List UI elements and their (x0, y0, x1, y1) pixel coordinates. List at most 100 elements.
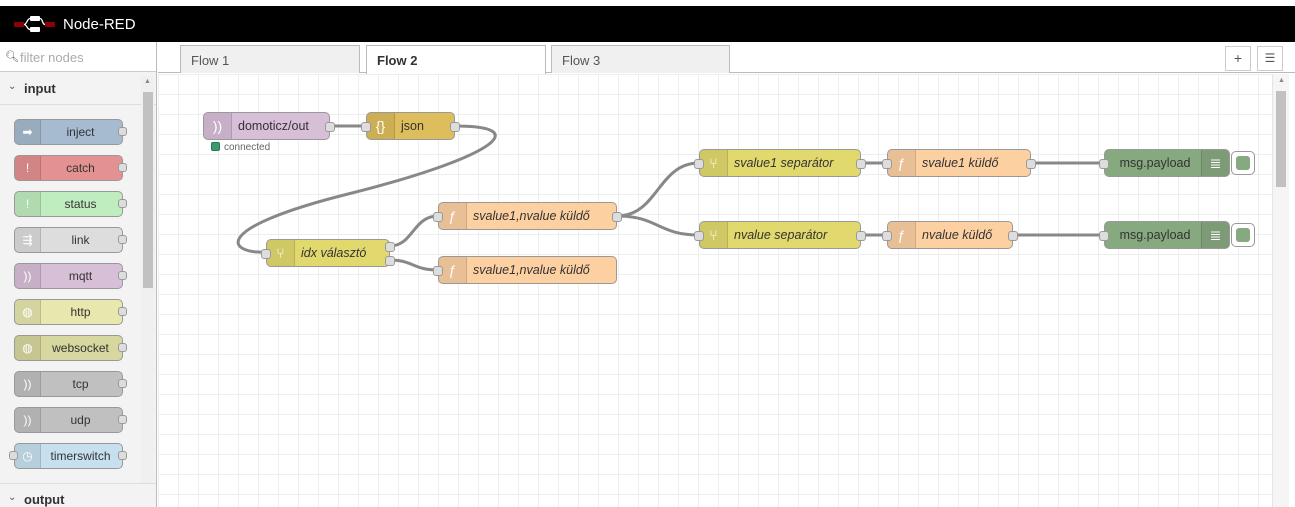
scroll-up-arrow-icon[interactable]: ▲ (144, 78, 151, 85)
exclamation-icon: ! (15, 192, 41, 216)
search-icon: 🔍︎ (5, 51, 19, 63)
palette-node-label: inject (66, 125, 95, 139)
palette-node-label: catch (66, 161, 95, 175)
function-icon: ƒ (888, 222, 916, 248)
palette-node-label: status (64, 197, 97, 211)
flow-node-sep2[interactable]: ⑂nvalue separátor (694, 221, 866, 249)
chevron-down-icon: ⌄ (8, 492, 17, 503)
output-port (118, 235, 127, 244)
input-port[interactable] (433, 266, 443, 276)
flow-node-json[interactable]: {}json (361, 112, 460, 140)
wire (616, 161, 700, 218)
output-port (118, 343, 127, 352)
palette-node-label: tcp (72, 377, 89, 391)
list-flows-button[interactable]: ☰ (1257, 46, 1283, 71)
palette-node-websocket[interactable]: ◍websocket (14, 335, 123, 361)
exclamation-icon: ! (15, 156, 41, 180)
palette-node-mqtt[interactable]: ))mqtt (14, 263, 123, 289)
palette-node-catch[interactable]: ! catch (14, 155, 123, 181)
input-port[interactable] (433, 212, 443, 222)
output-port (118, 271, 127, 280)
flow-node-d1[interactable]: ≣ msg.payload (1099, 149, 1230, 177)
palette-node-timerswitch[interactable]: ◷timerswitch (14, 443, 123, 469)
output-port (118, 379, 127, 388)
bridge-icon: )) (204, 113, 232, 139)
flow-node-label: svalue1 separátor (734, 156, 834, 170)
output-port[interactable] (385, 256, 395, 266)
wire (389, 258, 439, 272)
palette-scrollbar-thumb[interactable] (143, 92, 153, 288)
debug-toggle-icon (1236, 228, 1250, 242)
palette-node-inject[interactable]: ➡inject (14, 119, 123, 145)
canvas-scrollbar-thumb[interactable] (1276, 91, 1286, 187)
input-port[interactable] (694, 159, 704, 169)
status-dot-icon (211, 142, 220, 151)
output-port[interactable] (325, 122, 335, 132)
scroll-up-arrow-icon[interactable]: ▲ (1278, 77, 1285, 84)
chevron-down-icon: ⌄ (8, 81, 17, 92)
input-port[interactable] (361, 122, 371, 132)
input-port[interactable] (1099, 159, 1109, 169)
tab-flow-3[interactable]: Flow 3 (551, 45, 730, 73)
debug-icon: ≣ (1201, 222, 1229, 248)
palette-node-label: link (71, 233, 90, 247)
output-port[interactable] (856, 231, 866, 241)
category-output-header[interactable]: ⌄ output (0, 483, 156, 507)
debug-icon: ≣ (1201, 150, 1229, 176)
wire (389, 214, 439, 248)
canvas-scrollbar[interactable]: ▲ (1272, 74, 1289, 507)
category-label: output (24, 492, 65, 507)
app-title: Node-RED (63, 16, 136, 33)
category-input-header[interactable]: ⌄ input (0, 73, 156, 105)
input-port[interactable] (882, 231, 892, 241)
palette-node-link[interactable]: ⇶link (14, 227, 123, 253)
input-port[interactable] (1099, 231, 1109, 241)
flow-node-label: msg.payload (1119, 156, 1191, 170)
palette-node-http[interactable]: ◍http (14, 299, 123, 325)
output-port (118, 163, 127, 172)
input-port[interactable] (261, 249, 271, 259)
header-bar: Node-RED (0, 0, 1295, 42)
output-port[interactable] (1008, 231, 1018, 241)
palette-node-udp[interactable]: ))udp (14, 407, 123, 433)
palette-node-tcp[interactable]: )) tcp (14, 371, 123, 397)
switch-icon: ⑂ (267, 240, 295, 266)
flow-node-label: nvalue küldő (922, 228, 993, 242)
flow-node-label: json (401, 119, 424, 133)
flow-node-sep1[interactable]: ⑂svalue1 separátor (694, 149, 866, 177)
flow-node-idx[interactable]: ⑂ idx választó (261, 239, 395, 267)
input-port[interactable] (694, 231, 704, 241)
flow-wires (236, 124, 1104, 272)
bridge-icon: )) (15, 372, 41, 396)
flow-node-k2[interactable]: ƒ nvalue küldő (882, 221, 1018, 249)
output-port[interactable] (856, 159, 866, 169)
output-port[interactable] (612, 212, 622, 222)
palette-scrollbar[interactable]: ▲ (141, 76, 154, 488)
input-port[interactable] (882, 159, 892, 169)
category-label: input (24, 81, 56, 96)
debug-toggle-button[interactable] (1231, 151, 1255, 175)
debug-toggle-button[interactable] (1231, 223, 1255, 247)
flow-node-d2[interactable]: ≣msg.payload (1099, 221, 1230, 249)
filter-nodes-input[interactable]: 🔍︎ filter nodes (0, 42, 156, 72)
output-port (118, 127, 127, 136)
flow-node-domoticz[interactable]: ))domoticz/out (203, 112, 335, 140)
flow-node-label: svalue1,nvalue küldő (473, 263, 590, 277)
flow-node-label: idx választó (301, 246, 367, 260)
output-port[interactable] (450, 122, 460, 132)
add-flow-button[interactable]: + (1225, 46, 1251, 71)
output-port[interactable] (1026, 159, 1036, 169)
output-port[interactable] (385, 242, 395, 252)
palette-node-label: mqtt (68, 269, 93, 283)
palette-node-status[interactable]: ! status (14, 191, 123, 217)
input-port (9, 451, 18, 460)
filter-placeholder: filter nodes (20, 50, 84, 65)
flow-canvas[interactable]: connected ))domoticz/out{}json⑂idx válas… (158, 74, 1272, 507)
node-palette: 🔍︎ filter nodes ⌄ input ▲ ⌄ output ➡inje… (0, 42, 157, 507)
tab-flow-1[interactable]: Flow 1 (180, 45, 360, 73)
tab-flow-2[interactable]: Flow 2 (366, 45, 546, 74)
workspace-tabs: Flow 1 Flow 2 Flow 3 + ☰ (158, 42, 1295, 74)
